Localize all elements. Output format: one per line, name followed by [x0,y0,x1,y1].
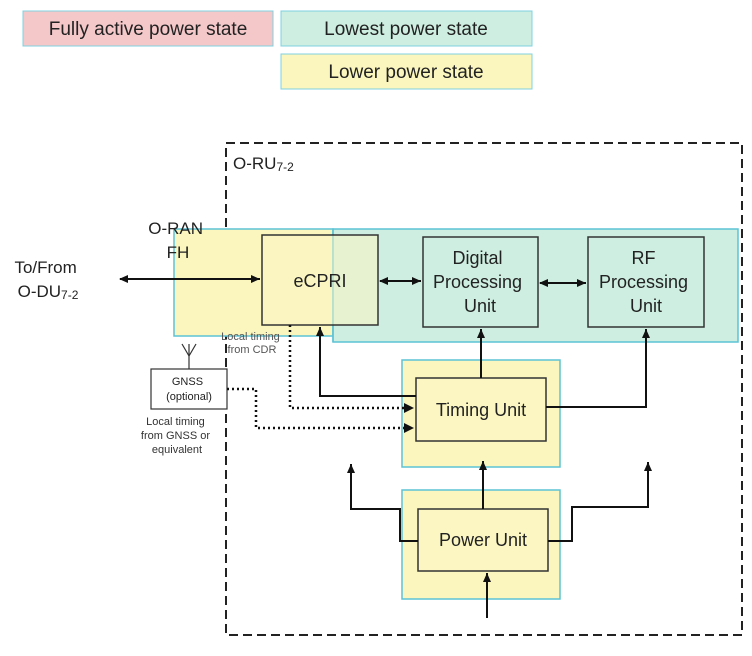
legend-full-label: Fully active power state [49,19,248,40]
antenna-icon [181,343,197,369]
timing-unit-block [415,377,547,442]
legend-lowest-box [280,10,533,47]
power-unit-label: Power Unit [439,530,527,550]
legend-lower-box [280,53,533,90]
legend-lower-label: Lower power state [328,62,483,83]
du-label: To/From O-DU7-2 [14,258,81,302]
oru-label: O-RU7-2 [233,154,294,174]
power-unit-block [417,508,549,572]
digital-processing-block [422,236,539,328]
ecpri-block [261,234,379,326]
gnss-label: GNSS (optional) [166,376,212,403]
rf-processing-label: RF Processing Unit [599,248,693,316]
legend-lowest-label: Lowest power state [324,19,488,40]
legend-full-box [22,10,274,47]
ecpri-label: eCPRI [293,271,346,291]
gnss-note: Local timing from GNSS or equivalent [141,416,213,456]
power-right-branch [548,462,652,542]
digital-processing-label: Digital Processing Unit [433,248,527,316]
rf-processing-block [587,236,705,328]
timing-rf-link [546,329,650,408]
cdr-note: Local timing from CDR [221,331,283,356]
power-left-branch [347,464,418,542]
connections [119,275,652,618]
ofh-label: O-RAN FH [148,219,208,262]
timing-unit-label: Timing Unit [436,400,526,420]
timing-ecpri-link [316,327,416,397]
gnss-timing-path [227,387,412,430]
dotted-timing-paths [227,325,412,430]
gnss-block [150,368,228,410]
